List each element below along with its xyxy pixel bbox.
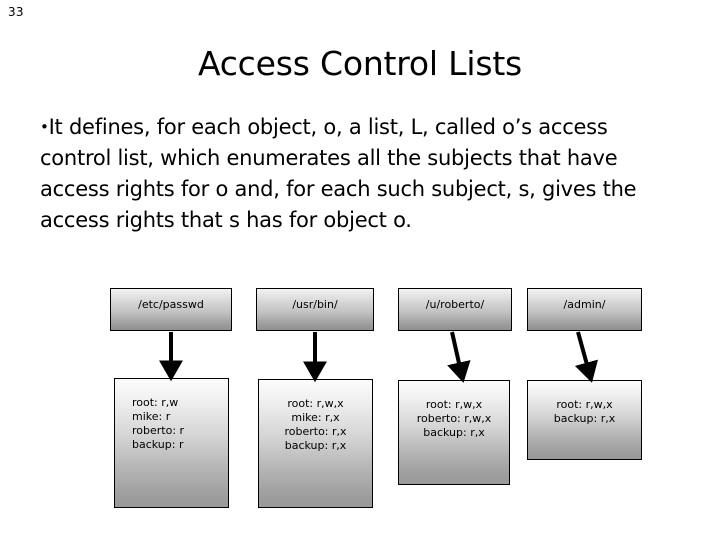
object-label: /admin/ [563,298,606,311]
acl-box-usr-bin[interactable]: root: r,w,x mike: r,x roberto: r,x backu… [258,379,373,508]
object-box-usr-bin[interactable]: /usr/bin/ [256,288,374,331]
page-title: Access Control Lists [197,44,523,83]
body-paragraph-text: It defines, for each object, o, a list, … [40,115,643,232]
acl-entries: root: r,w,x roberto: r,w,x backup: r,x [416,398,492,439]
object-label: /u/roberto/ [425,298,485,311]
object-label: /usr/bin/ [292,298,338,311]
slide-number: 33 [8,5,24,19]
object-box-u-roberto[interactable]: /u/roberto/ [398,288,512,331]
acl-entries: root: r,w,x backup: r,x [553,398,616,425]
object-box-etc-passwd[interactable]: /etc/passwd [110,288,232,331]
arrow-u-roberto [447,331,471,383]
acl-box-etc-passwd[interactable]: root: r,w mike: r roberto: r backup: r [114,378,229,508]
bullet-glyph: • [40,118,49,136]
arrow-admin [574,331,599,383]
acl-entries: root: r,w,x mike: r,x roberto: r,x backu… [284,397,347,452]
object-box-admin[interactable]: /admin/ [527,288,642,331]
acl-entries: root: r,w mike: r roberto: r backup: r [132,396,185,451]
object-label: /etc/passwd [138,298,204,311]
body-paragraph: •It defines, for each object, o, a list,… [40,112,680,236]
acl-box-u-roberto[interactable]: root: r,w,x roberto: r,w,x backup: r,x [398,380,510,485]
acl-box-admin[interactable]: root: r,w,x backup: r,x [527,380,642,460]
